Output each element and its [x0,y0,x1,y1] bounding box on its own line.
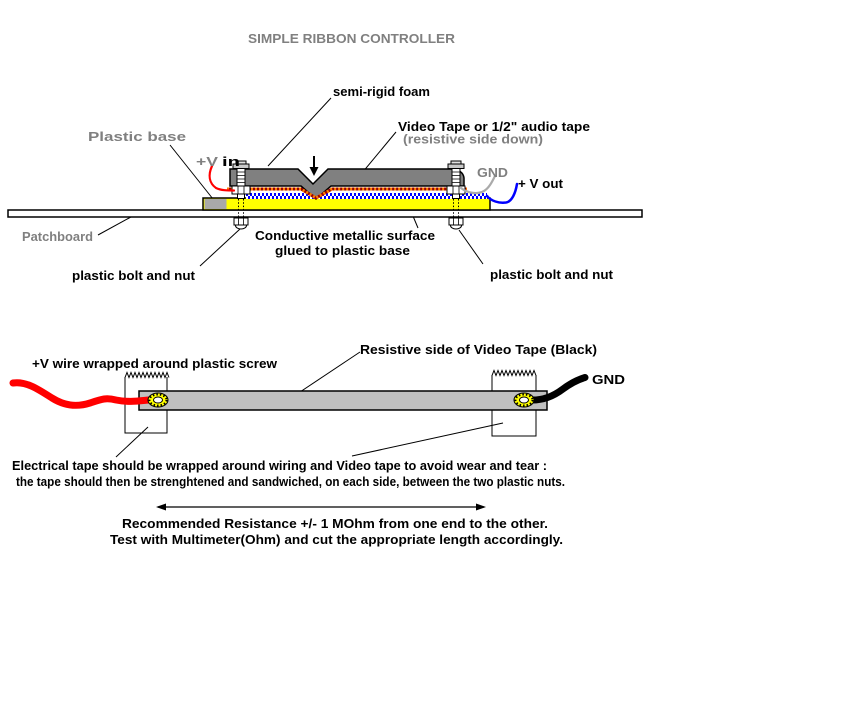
screw-center [153,396,163,404]
label-plastic-base: Plastic base [88,129,186,144]
plastic-bolt-left [231,160,251,230]
page-title: SIMPLE RIBBON CONTROLLER [248,31,456,46]
label-v-in-word: in [222,154,240,169]
tape-wrap-left-zigzag [124,371,170,379]
bolt-head-flange [447,163,465,169]
label-v-wire: +V wire wrapped around plastic screw [32,356,278,371]
bolt-nut-lower [233,217,249,226]
bolt-shaft-threads [452,171,460,183]
label-semi-rigid-foam: semi-rigid foam [333,84,430,99]
bottom-view-diagram: +V wire wrapped around plastic screw Res… [9,342,625,458]
plastic-screw-right [513,392,535,408]
bolt-nut-lower-facets [453,218,459,225]
measure-arrow-head-left [156,503,166,511]
video-tape-ribbon [138,390,548,411]
note-tape-line1: Electrical tape should be wrapped around… [12,458,547,473]
label-gnd-top: GND [477,165,508,180]
label-resistive-side: Resistive side of Video Tape (Black) [360,342,597,357]
label-v-in-sign: +V [196,154,218,169]
note-resistance-line1: Recommended Resistance +/- 1 MOhm from o… [122,516,548,531]
screw-teeth [148,393,168,407]
bolt-stem [237,193,245,199]
leader-bolt-right [458,229,484,265]
bolt-nut-upper-facets [237,186,245,194]
v-out-wire [485,182,519,204]
plastic-base-bar [202,197,491,211]
label-gnd-bottom: GND [592,372,625,387]
screw-teeth [514,393,534,407]
leader-tape-right [351,422,504,457]
leader-bolt-left [199,228,241,267]
leader-semi-rigid-foam [267,97,332,167]
note-tape-line2: the tape should then be strenghtened and… [16,474,565,489]
top-view-diagram: semi-rigid foam Plastic base Video Tape … [7,84,643,283]
v-in-wire [208,164,236,192]
bolt-nut-lower-facets [238,218,244,225]
video-tape-layer-dots [227,187,467,200]
tape-wrap-right-zigzag [491,369,537,377]
gnd-wire [459,174,497,195]
note-resistance-line2: Test with Multimeter(Ohm) and cut the ap… [110,532,563,547]
press-arrow-head [309,167,319,176]
bolt-shaft-threads [237,171,245,183]
measure-arrow-head-right [476,503,486,511]
bolt-shaft [236,168,246,187]
label-video-tape: Video Tape or 1/2" audio tape [398,119,590,134]
label-resistive-side-down: (resistive side down) [403,132,543,147]
plastic-screw-left [147,392,169,408]
plastic-bolt-right [446,160,466,230]
leader-tape-left [115,426,149,458]
bolt-stem [452,193,460,199]
notes-section: Electrical tape should be wrapped around… [12,458,565,547]
label-bolt-left: plastic bolt and nut [72,268,196,283]
v-wire-red [9,379,153,409]
label-bolt-right: plastic bolt and nut [490,267,614,282]
gnd-wire-black [526,374,589,404]
patchboard-board [7,209,643,218]
label-conductive-surface-line2: glued to plastic base [275,243,410,258]
label-patchboard: Patchboard [22,229,93,244]
screw-center [519,396,529,404]
bolt-nut-lower [448,217,464,226]
leader-plastic-base [169,144,214,200]
label-v-out: + V out [518,176,564,191]
bolt-shaft [451,168,461,187]
base-glue-patch [204,199,227,209]
bolt-nut-upper-facets [452,186,460,194]
label-conductive-surface-line1: Conductive metallic surface [255,228,435,243]
